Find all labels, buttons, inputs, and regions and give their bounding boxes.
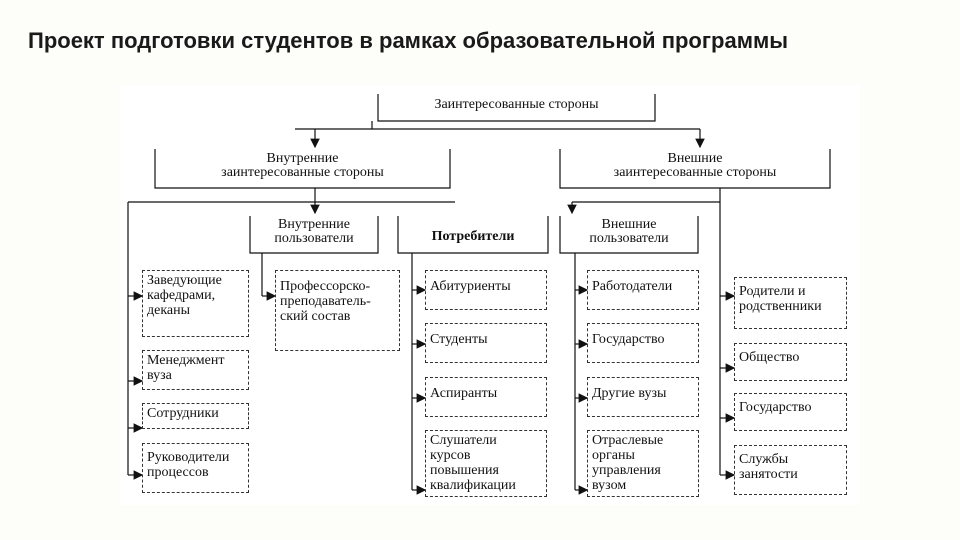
external-users-label: Внешние пользователи	[589, 217, 669, 246]
list-item: Государство	[734, 393, 847, 431]
list-item: Общество	[734, 343, 847, 381]
list-item: Сотрудники	[142, 403, 249, 429]
list-item: Государство	[587, 323, 699, 363]
slide-title: Проект подготовки студентов в рамках обр…	[28, 28, 789, 53]
consumers-label: Потребители	[431, 229, 515, 244]
internal-bracket	[154, 149, 451, 189]
external-users-bracket	[559, 216, 699, 254]
list-item: Отраслевые органы управления вузом	[587, 430, 699, 497]
root-label: Заинтересованные стороны	[434, 97, 599, 112]
diagram-lines	[127, 94, 831, 495]
list-item: Студенты	[425, 323, 547, 363]
internal-stakeholders-label: Внутренние заинтересованные стороны	[221, 151, 384, 180]
list-item: Аспиранты	[425, 377, 547, 417]
list-item: Слушатели курсов повышения квалификации	[425, 430, 547, 497]
list-item: Родители и родственники	[734, 277, 847, 329]
external-bracket	[559, 149, 831, 189]
list-item: Работодатели	[587, 270, 699, 310]
list-item: Руководители процессов	[142, 443, 249, 493]
internal-users-label: Внутренние пользователи	[274, 217, 354, 246]
list-item: Менеджмент вуза	[142, 350, 249, 390]
list-item: Абитуриенты	[425, 270, 547, 310]
stakeholder-diagram: Заинтересованные стороны Внутренние заин…	[120, 85, 860, 505]
root-bracket	[377, 94, 656, 122]
consumers-bracket	[397, 216, 549, 254]
external-stakeholders-label: Внешние заинтересованные стороны	[613, 151, 777, 180]
list-item: Профессорско- преподаватель- ский состав	[275, 270, 400, 351]
list-item: Другие вузы	[587, 377, 699, 417]
list-item: Заведующие кафедрами, деканы	[142, 270, 249, 337]
internal-users-bracket	[249, 216, 379, 254]
list-item: Службы занятости	[734, 445, 847, 495]
